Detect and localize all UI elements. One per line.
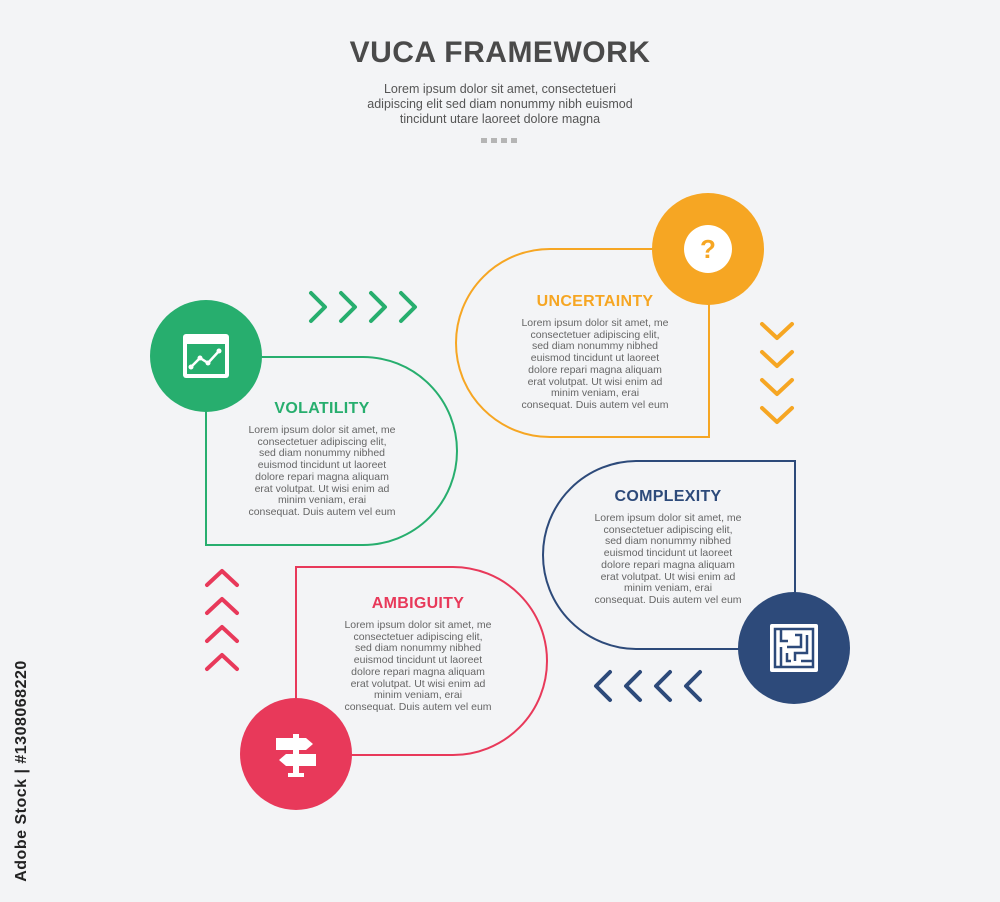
- page-title: VUCA FRAMEWORK: [349, 36, 651, 69]
- body-line: consectetuer adipiscing elit,: [603, 523, 733, 536]
- complexity-body: Lorem ipsum dolor sit amet, me consectet…: [568, 512, 768, 607]
- ambiguity-frame: [295, 566, 548, 756]
- svg-text:?: ?: [700, 234, 716, 264]
- stock-credit-text: Adobe Stock | #1308068220: [13, 660, 30, 882]
- body-line: sed diam nonummy nibhed: [531, 340, 659, 353]
- body-line: sed diam nonummy nibhed: [354, 642, 482, 655]
- down-chevrons-icon: [760, 322, 794, 424]
- left-chevrons-icon: [594, 670, 702, 702]
- body-line: dolore repari magna aliquam: [528, 363, 662, 376]
- complexity-frame: [542, 460, 796, 650]
- uncertainty-heading: UNCERTAINTY: [536, 293, 654, 310]
- ambiguity-heading: AMBIGUITY: [371, 595, 465, 612]
- body-line: Lorem ipsum dolor sit amet, me: [344, 619, 492, 631]
- volatility-circle: [150, 300, 262, 412]
- body-line: euismod tincidunt ut laoreet: [530, 352, 660, 365]
- body-line: consectetuer adipiscing elit,: [257, 435, 387, 448]
- subtitle-line: adipiscing elit sed diam nonummy nibh eu…: [367, 97, 633, 111]
- body-line: euismod tincidunt ut laoreet: [257, 459, 387, 472]
- body-line: erat volutpat. Ut wisi enim ad: [527, 375, 663, 388]
- body-line: dolore repari magna aliquam: [351, 665, 485, 678]
- body-line: minim veniam, erai: [373, 689, 463, 702]
- body-line: sed diam nonummy nibhed: [604, 535, 732, 548]
- question-icon: ?: [684, 225, 732, 273]
- body-line: euismod tincidunt ut laoreet: [353, 654, 483, 667]
- body-line: euismod tincidunt ut laoreet: [603, 547, 733, 560]
- uncertainty-frame: [455, 248, 710, 438]
- body-line: consequat. Duis autem vel eum: [521, 398, 669, 411]
- body-line: Lorem ipsum dolor sit amet, me: [594, 512, 742, 524]
- chart-window-icon: [183, 334, 229, 378]
- body-line: consequat. Duis autem vel eum: [344, 700, 492, 713]
- ambiguity-circle: [240, 698, 352, 810]
- body-line: minim veniam, erai: [277, 494, 367, 507]
- body-line: sed diam nonummy nibhed: [258, 447, 386, 460]
- body-line: consectetuer adipiscing elit,: [530, 328, 660, 341]
- uncertainty-circle: ?: [652, 193, 764, 305]
- maze-icon: [770, 624, 818, 672]
- ambiguity-body: Lorem ipsum dolor sit amet, me consectet…: [318, 619, 518, 714]
- volatility-heading: VOLATILITY: [274, 400, 370, 417]
- body-line: erat volutpat. Ut wisi enim ad: [254, 482, 390, 495]
- body-line: consequat. Duis autem vel eum: [248, 505, 396, 518]
- subtitle-line: tincidunt utare laoreet dolore magna: [399, 112, 601, 126]
- right-chevrons-icon: [309, 291, 417, 323]
- up-chevrons-icon: [205, 569, 239, 671]
- signpost-icon: [276, 734, 316, 777]
- subtitle-line: Lorem ipsum dolor sit amet, consectetuer…: [383, 82, 617, 96]
- title-dots: [481, 138, 517, 143]
- volatility-body: Lorem ipsum dolor sit amet, me consectet…: [222, 424, 422, 519]
- complexity-heading: COMPLEXITY: [614, 488, 722, 505]
- body-line: dolore repari magna aliquam: [601, 558, 735, 571]
- body-line: dolore repari magna aliquam: [255, 470, 389, 483]
- body-line: Lorem ipsum dolor sit amet, me: [521, 317, 669, 329]
- body-line: consectetuer adipiscing elit,: [353, 630, 483, 643]
- stock-credit: Adobe Stock | #1308068220: [13, 655, 31, 887]
- body-line: minim veniam, erai: [623, 582, 713, 595]
- body-line: Lorem ipsum dolor sit amet, me: [248, 424, 396, 436]
- body-line: erat volutpat. Ut wisi enim ad: [350, 677, 486, 690]
- volatility-frame: [205, 356, 458, 546]
- body-line: erat volutpat. Ut wisi enim ad: [600, 570, 736, 583]
- uncertainty-body: Lorem ipsum dolor sit amet, me consectet…: [495, 317, 695, 412]
- page-subtitle: Lorem ipsum dolor sit amet, consectetuer…: [300, 82, 700, 127]
- body-line: minim veniam, erai: [550, 387, 640, 400]
- body-line: consequat. Duis autem vel eum: [594, 593, 742, 606]
- complexity-circle: [738, 592, 850, 704]
